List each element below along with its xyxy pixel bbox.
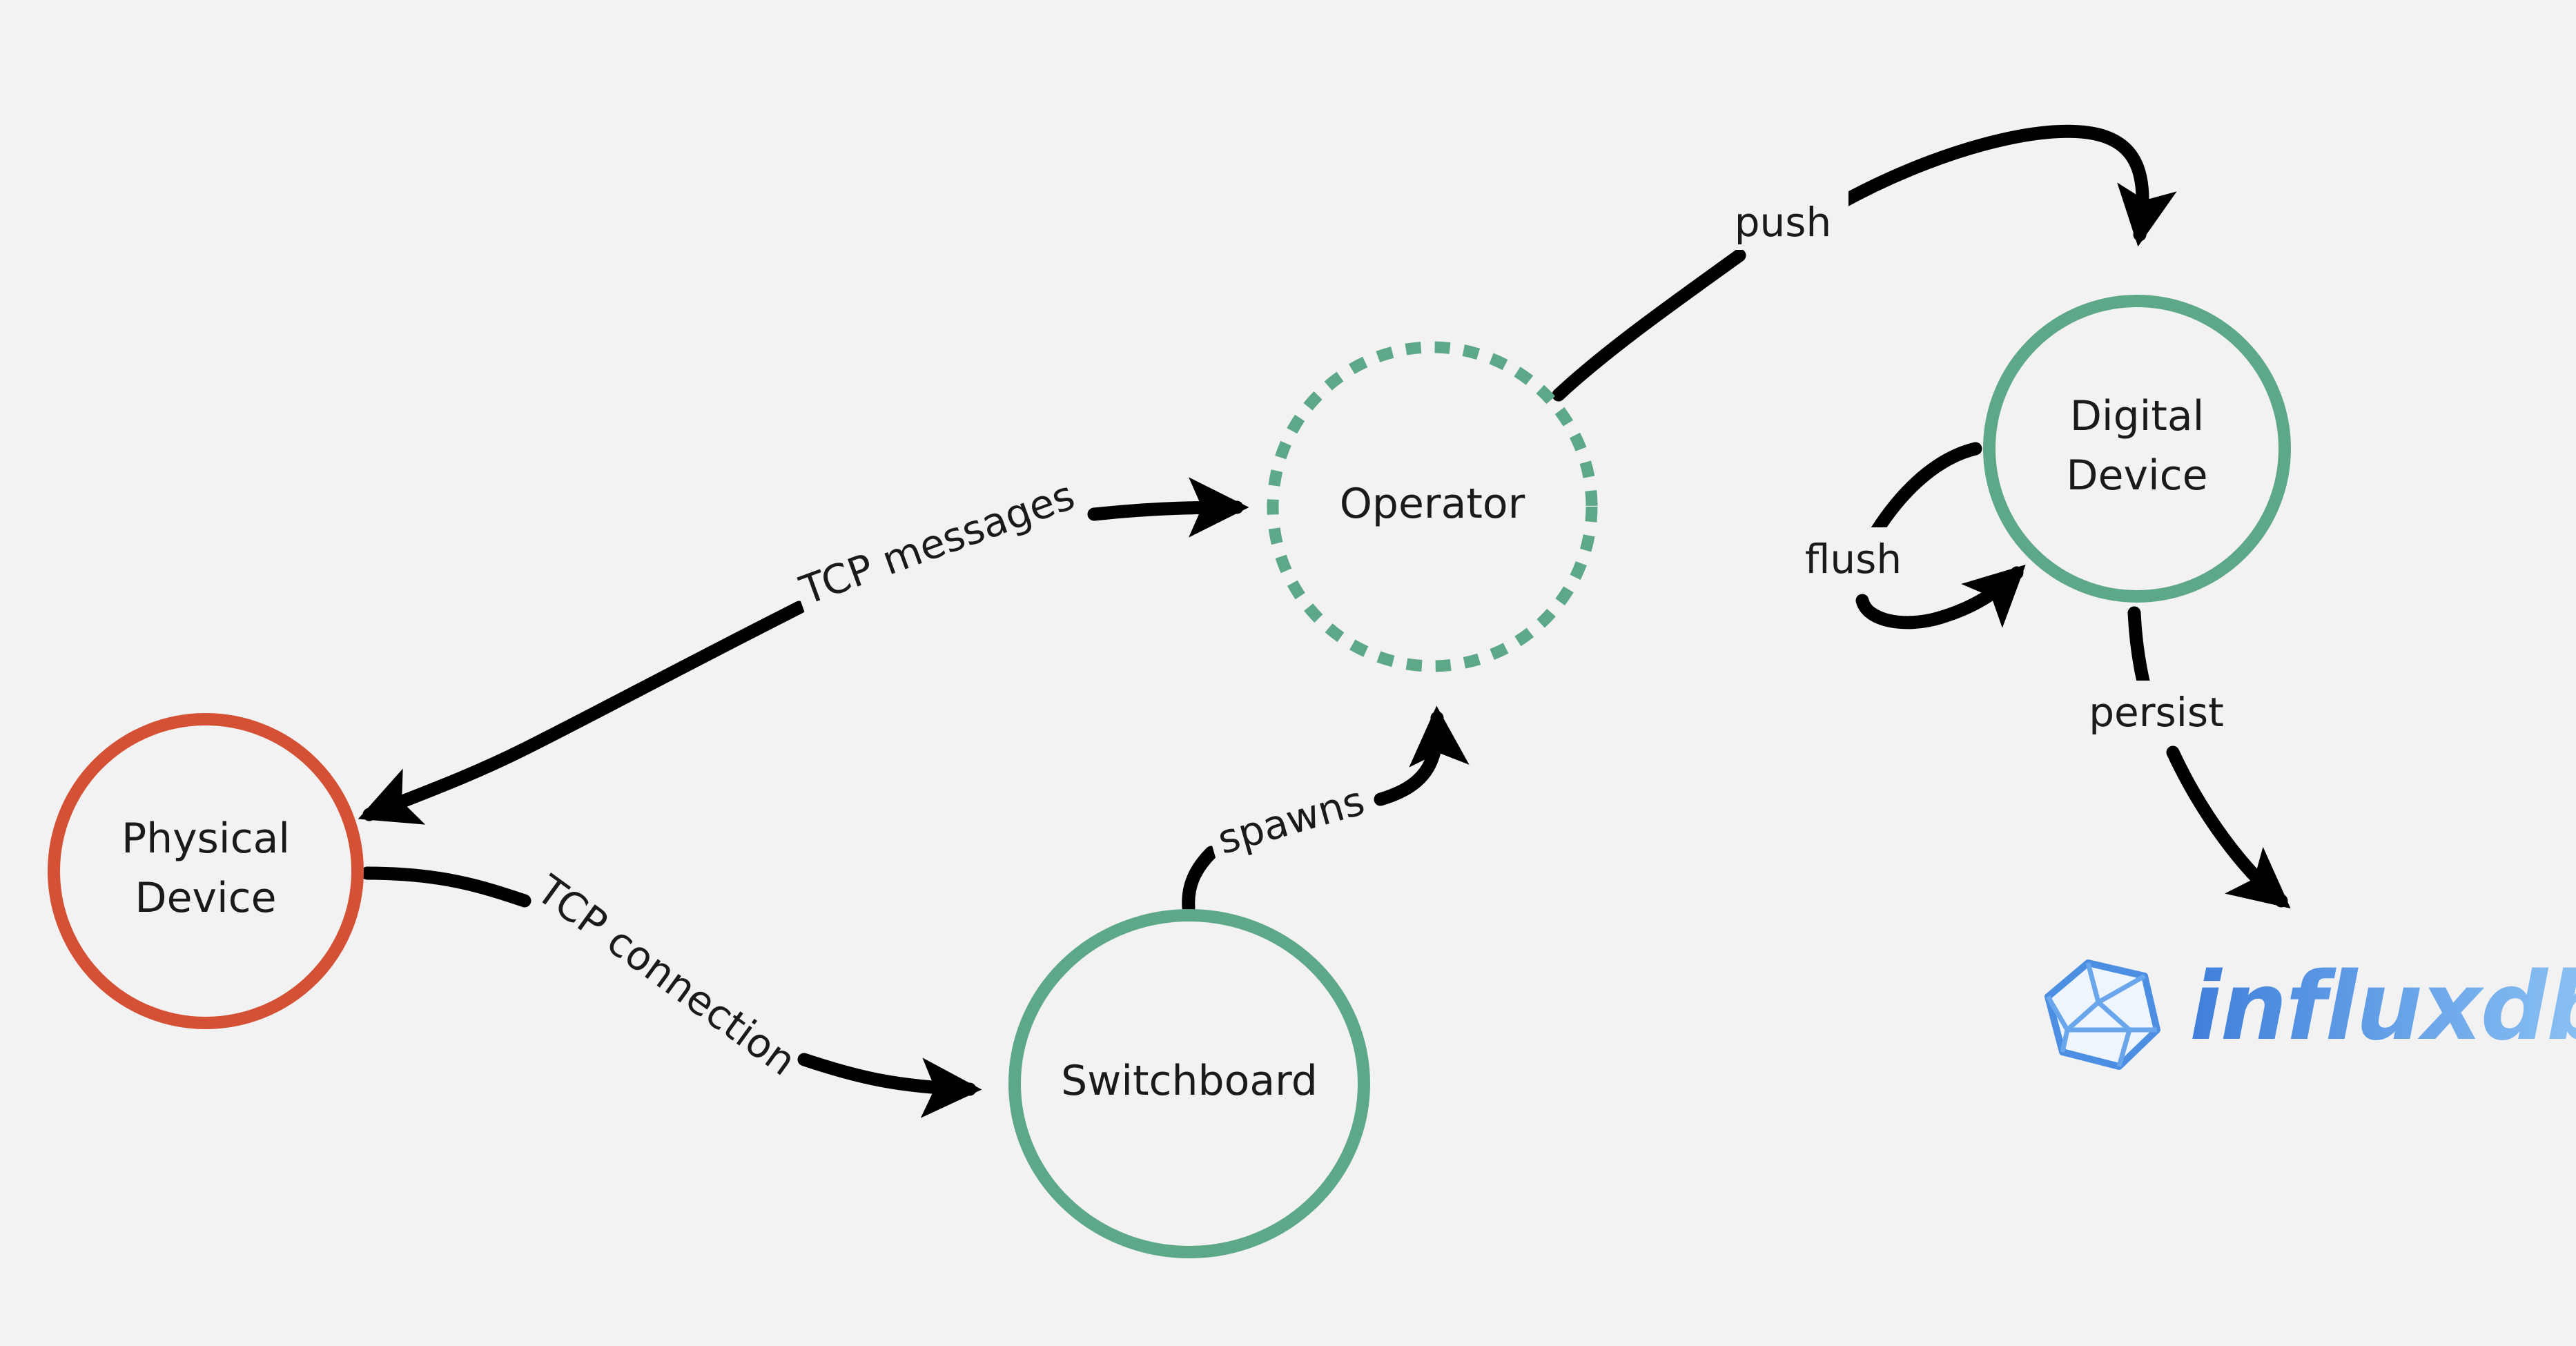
svg-text:TCP connection: TCP connection: [528, 866, 805, 1084]
edge-tcp-messages-upper: [1087, 477, 1249, 538]
svg-text:persist: persist: [2089, 689, 2224, 736]
edge-spawns: [1182, 718, 1437, 915]
edge-label-tcp-messages: TCP messages: [788, 465, 1086, 618]
edge-label-tcp-connection: TCP connection: [528, 866, 805, 1084]
svg-text:TCP messages: TCP messages: [794, 471, 1081, 614]
influxdb-logo: influxdb: [2045, 953, 2576, 1070]
svg-text:Device: Device: [2066, 451, 2207, 500]
svg-text:Operator: Operator: [1340, 480, 1525, 528]
edge-tcp-messages-lower: [358, 601, 806, 825]
edge-tcp-connection: [360, 866, 970, 1089]
svg-text:Physical: Physical: [121, 815, 290, 863]
edge-persist: [2127, 606, 2281, 901]
node-operator: Operator: [1267, 341, 1598, 672]
edge-label-flush: flush: [1795, 527, 1912, 587]
node-digital-device: Digital Device: [1983, 295, 2291, 603]
edge-push: [1552, 124, 2143, 402]
svg-text:Switchboard: Switchboard: [1061, 1057, 1318, 1105]
svg-text:spawns: spawns: [1213, 777, 1369, 864]
svg-text:Digital: Digital: [2070, 392, 2205, 440]
edge-label-spawns: spawns: [1203, 769, 1378, 868]
node-physical-device: Physical Device: [48, 713, 364, 1029]
svg-text:push: push: [1735, 199, 1832, 246]
edge-label-push: push: [1717, 191, 1848, 250]
node-switchboard: Switchboard: [1008, 909, 1370, 1258]
influxdb-cube-icon: [2045, 959, 2160, 1070]
edge-label-persist: persist: [2080, 681, 2232, 740]
svg-text:Device: Device: [135, 874, 276, 922]
influxdb-wordmark: influxdb: [2189, 953, 2576, 1062]
svg-text:flush: flush: [1805, 536, 1902, 583]
edge-flush: [1855, 442, 2017, 623]
